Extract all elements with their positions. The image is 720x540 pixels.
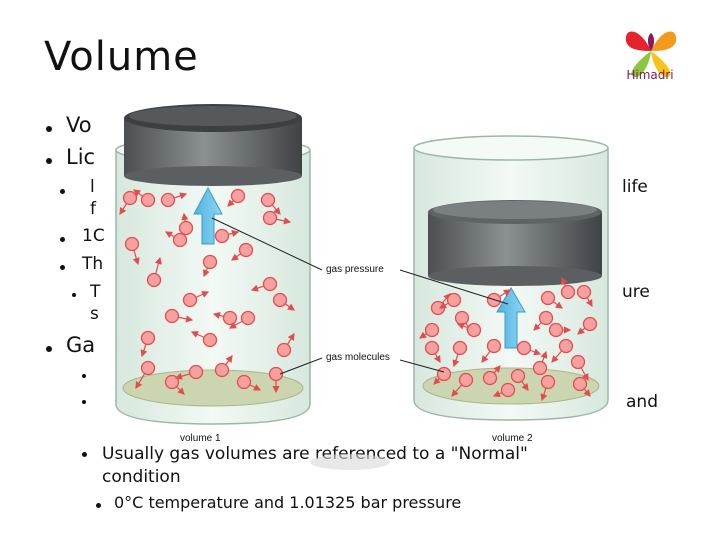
bullet-t: T xyxy=(90,282,101,302)
gas-molecule-volume-2 xyxy=(430,300,446,316)
bullet-s: s xyxy=(90,304,99,324)
gas-molecules-group xyxy=(119,188,598,402)
bullet-condition: condition xyxy=(102,467,181,487)
gas-molecule-volume-2 xyxy=(576,284,592,300)
gas-molecule-volume-2 xyxy=(486,338,502,354)
bullet-dot xyxy=(46,346,52,352)
gas-molecule-volume-2 xyxy=(538,310,554,326)
caption-volume-1: volume 1 xyxy=(180,433,221,444)
gas-molecule-volume-1 xyxy=(140,192,156,208)
bullet-ure: ure xyxy=(622,282,650,302)
bullet-dot xyxy=(82,374,86,378)
gas-molecule-volume-2 xyxy=(446,292,462,308)
gas-molecule-volume-1 xyxy=(260,192,276,208)
bullet-dot xyxy=(72,293,76,297)
gas-molecule-volume-1 xyxy=(160,192,176,208)
himadri-logo-icon xyxy=(625,31,677,78)
bullet-dot xyxy=(96,503,101,508)
gas-molecule-volume-2 xyxy=(572,376,588,392)
bullet-and: and xyxy=(626,392,658,412)
bullet-normal-condition: Usually gas volumes are referenced to a … xyxy=(102,444,528,464)
gas-molecule-volume-2 xyxy=(540,374,556,390)
gas-molecule-volume-2 xyxy=(500,382,516,398)
gas-molecule-volume-1 xyxy=(262,210,278,226)
gas-molecule-volume-2 xyxy=(516,340,532,356)
bullet-life: life xyxy=(622,177,648,197)
gas-molecule-volume-1 xyxy=(222,310,238,326)
bullet-liquid: Lic xyxy=(66,145,96,169)
bullet-volume: Vo xyxy=(66,113,92,137)
label-gas-pressure: gas pressure xyxy=(326,264,384,275)
gas-molecule-volume-1 xyxy=(140,330,156,346)
gas-molecule-volume-1 xyxy=(202,332,218,348)
bullet-standard-conditions: 0°C temperature and 1.01325 bar pressure xyxy=(114,493,462,512)
bullet-dot xyxy=(60,189,65,194)
gas-molecule-volume-1 xyxy=(238,242,254,258)
logo-text: Himadri xyxy=(626,68,674,82)
gas-molecule-volume-2 xyxy=(452,340,468,356)
gas-molecule-volume-1 xyxy=(146,272,162,288)
gas-molecule-volume-1 xyxy=(214,362,230,378)
gas-molecule-volume-1 xyxy=(230,188,246,204)
bullet-th: Th xyxy=(82,254,104,274)
gas-molecule-volume-2 xyxy=(560,284,576,300)
gas-molecule-volume-1 xyxy=(140,360,156,376)
bullet-gas: Ga xyxy=(66,333,96,357)
gas-molecule-volume-1 xyxy=(182,292,198,308)
gas-molecule-volume-2 xyxy=(466,322,482,338)
slide-title: Volume xyxy=(44,34,199,80)
gas-molecule-volume-1 xyxy=(202,254,218,270)
gas-molecule-volume-2 xyxy=(540,290,556,306)
gas-molecule-volume-1 xyxy=(178,220,194,236)
gas-molecule-volume-1 xyxy=(164,308,180,324)
caption-volume-2: volume 2 xyxy=(492,433,533,444)
gas-molecule-volume-1 xyxy=(272,292,288,308)
gas-molecule-volume-2 xyxy=(510,368,526,384)
bullet-dot xyxy=(82,452,87,457)
gas-molecule-volume-1 xyxy=(124,236,140,252)
bullet-dot xyxy=(82,400,86,404)
gas-molecule-volume-2 xyxy=(582,316,598,332)
gas-molecule-volume-2 xyxy=(570,354,586,370)
gas-molecule-volume-2 xyxy=(454,310,470,326)
gas-molecule-volume-1 xyxy=(122,190,138,206)
gas-molecule-volume-2 xyxy=(458,372,474,388)
gas-molecule-volume-2 xyxy=(436,366,452,382)
gas-molecule-volume-1 xyxy=(188,364,204,380)
gas-molecule-volume-1 xyxy=(240,310,256,326)
bullet-f: f xyxy=(90,199,96,219)
gas-molecule-volume-2 xyxy=(548,322,564,338)
gas-molecule-volume-1 xyxy=(262,276,278,292)
gas-molecule-volume-2 xyxy=(482,370,498,386)
gas-molecule-volume-1 xyxy=(236,374,252,390)
bullet-dot xyxy=(46,158,52,164)
jar-volume-1 xyxy=(107,104,319,426)
gas-molecule-volume-2 xyxy=(424,322,440,338)
gas-molecule-volume-2 xyxy=(558,338,574,354)
gas-molecule-volume-1 xyxy=(268,366,284,382)
bullet-1c: 1C xyxy=(82,226,105,246)
bullet-dot xyxy=(46,126,52,132)
gas-molecule-volume-1 xyxy=(172,232,188,248)
gas-molecule-volume-1 xyxy=(276,342,292,358)
gas-molecule-volume-2 xyxy=(424,340,440,356)
label-gas-molecules: gas molecules xyxy=(326,352,390,363)
bullet-dot xyxy=(60,237,65,242)
gas-molecule-volume-2 xyxy=(532,360,548,376)
bullet-dot xyxy=(60,265,65,270)
bullet-l: l xyxy=(90,177,95,197)
gas-molecule-volume-1 xyxy=(214,228,230,244)
